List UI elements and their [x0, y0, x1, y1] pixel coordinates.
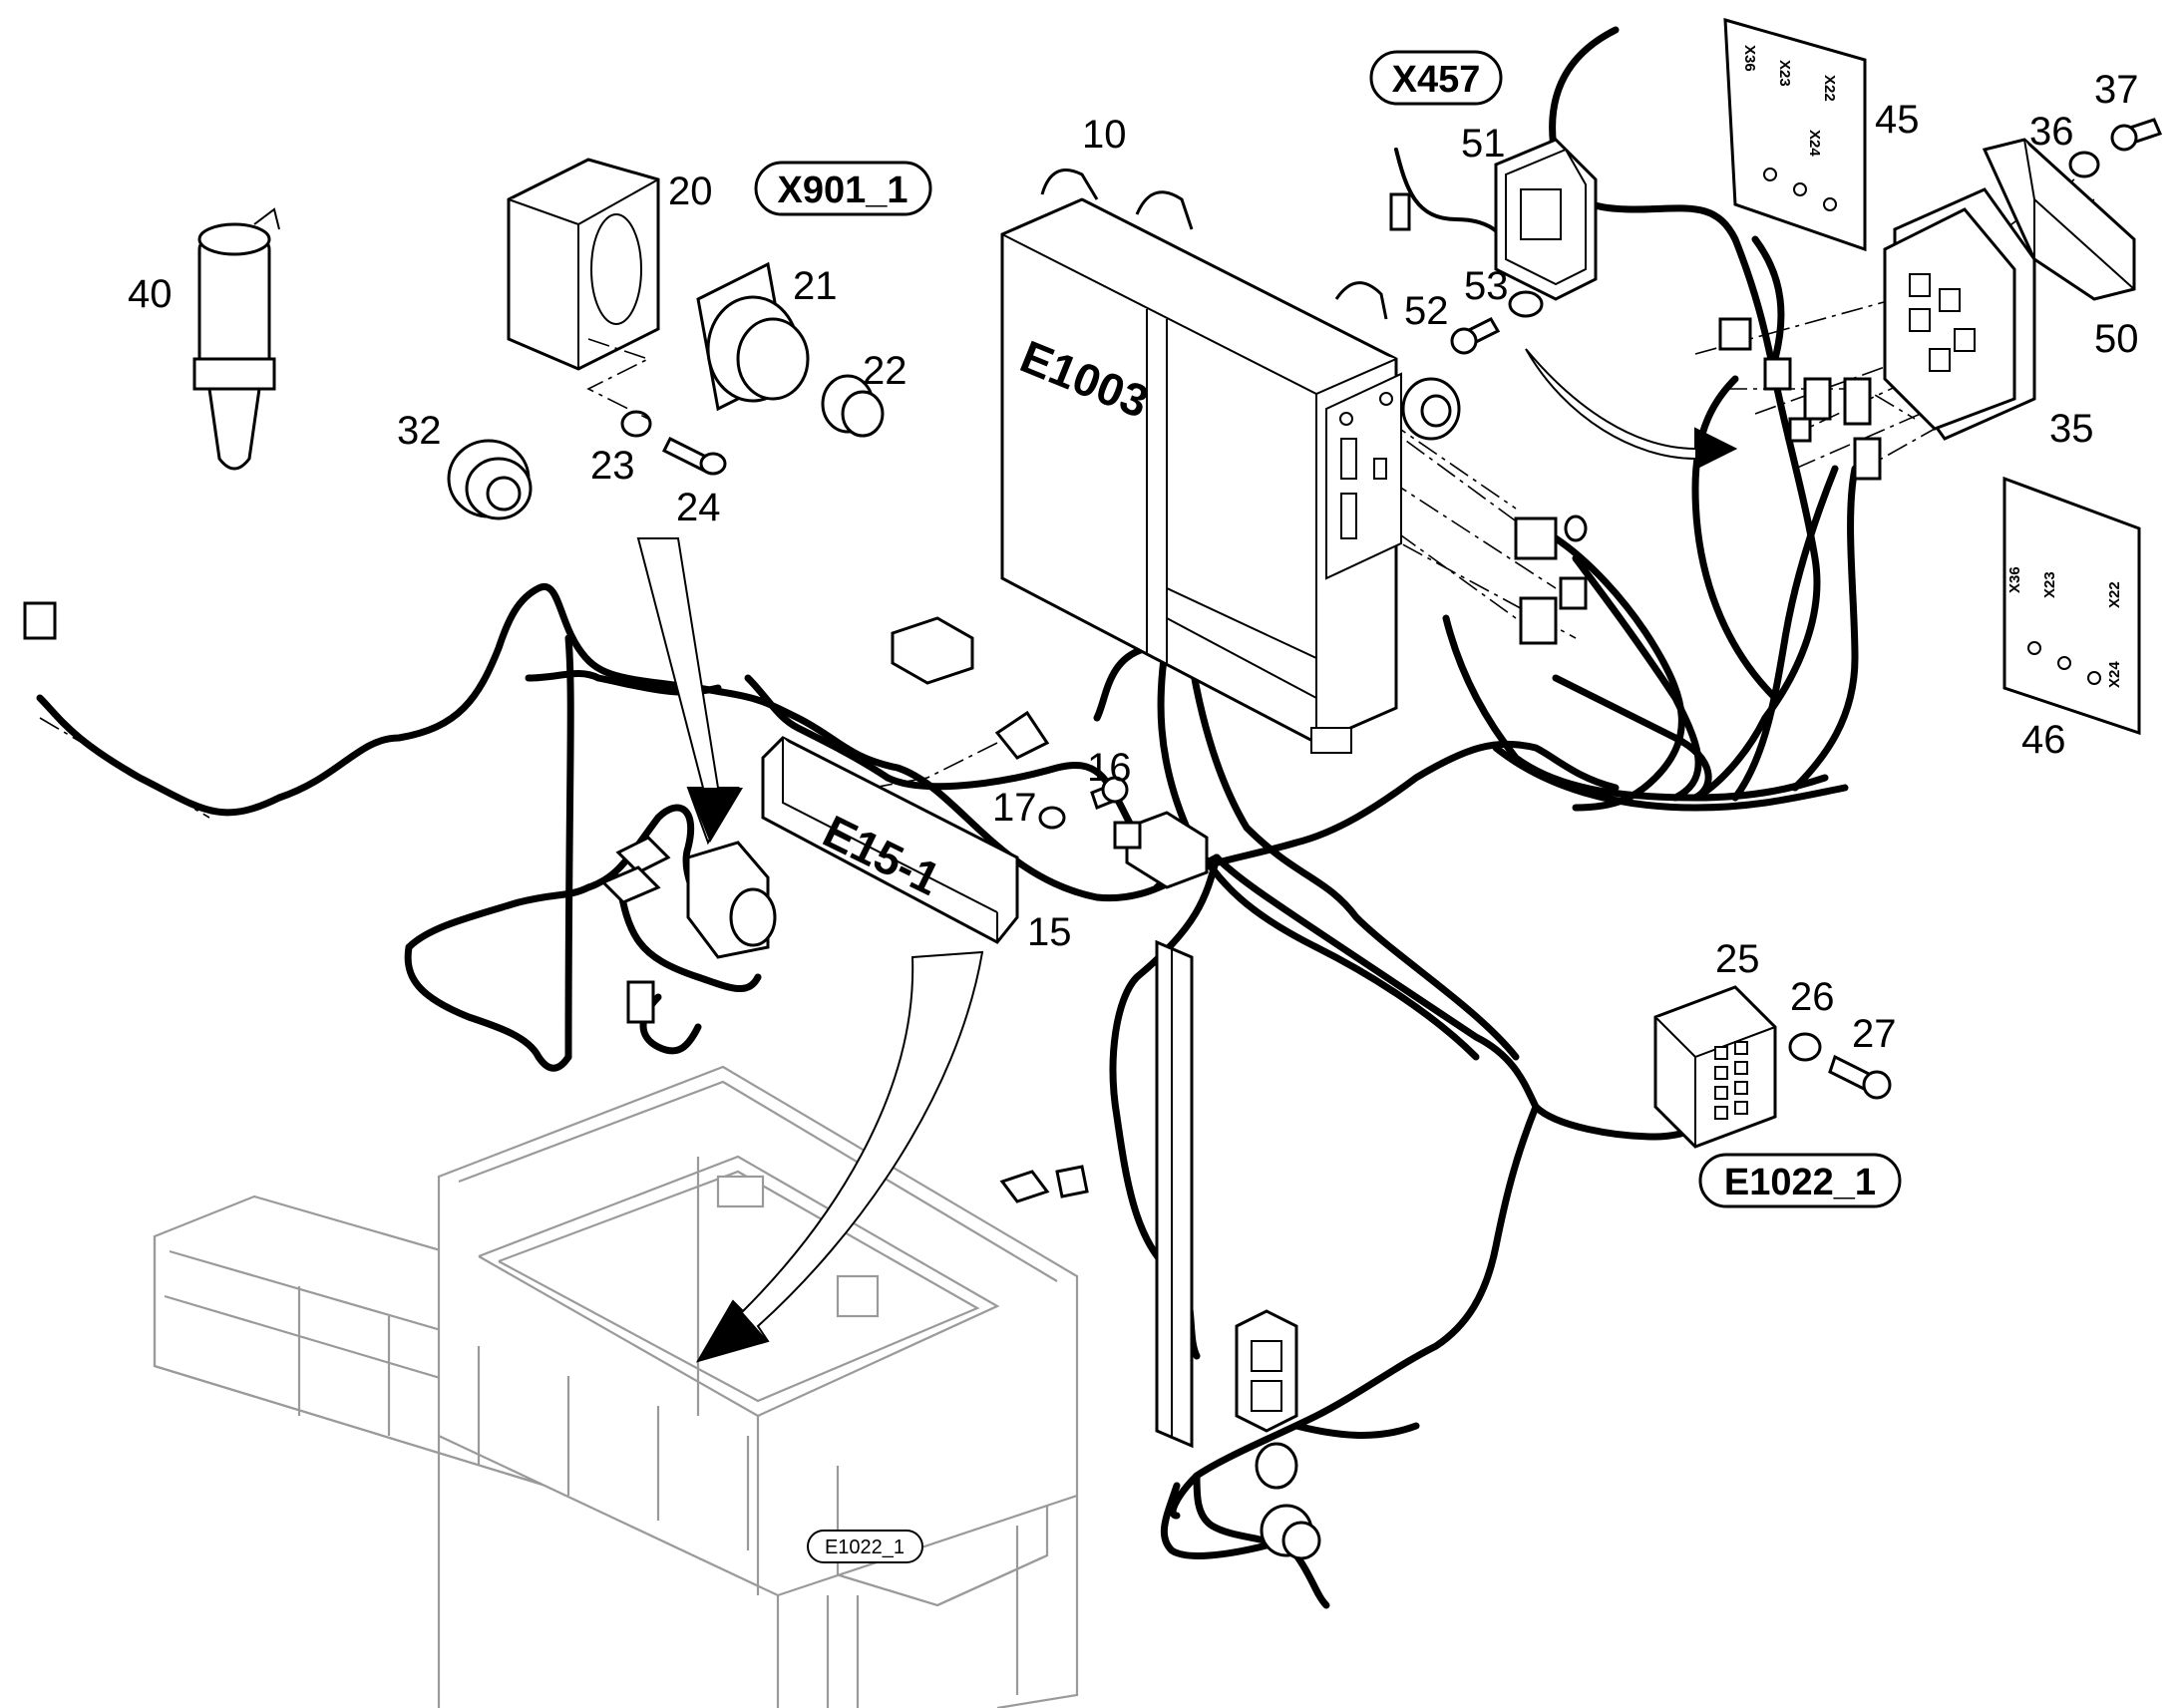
part-27-screw [1828, 1054, 1892, 1100]
label-24: 24 [676, 486, 721, 529]
label-37: 37 [2094, 68, 2139, 112]
part-17-washer [1038, 806, 1066, 830]
label-27: 27 [1852, 1012, 1897, 1056]
part-20-housing [507, 158, 660, 371]
label-52: 52 [1404, 289, 1449, 333]
label-53: 53 [1464, 264, 1509, 308]
card46-x23: X23 [2041, 571, 2058, 598]
card46-x36: X36 [2006, 566, 2023, 593]
callout-e1022-frame-text: E1022_1 [825, 1537, 905, 1558]
part-46-connector-label-card: X36 X23 X22 X24 [2002, 476, 2141, 736]
part-23-washer [620, 410, 652, 438]
callout-x901-text: X901_1 [777, 170, 908, 211]
callout-e1022-main: E1022_1 [1698, 1153, 1902, 1208]
label-40: 40 [128, 272, 173, 316]
label-23: 23 [590, 444, 635, 488]
part-number-labels: 10 15 16 17 20 21 22 23 24 25 26 27 32 3… [128, 68, 2139, 1056]
part-53-washer [1508, 290, 1544, 318]
part-51-module [1389, 138, 1598, 301]
e1003-cabinet: E1003 [1000, 169, 1461, 754]
harness-connectors [23, 317, 1882, 1560]
part-40-sensor [192, 207, 280, 471]
label-26: 26 [1790, 975, 1835, 1019]
label-16: 16 [1087, 746, 1132, 790]
part-21-socket [696, 261, 810, 412]
label-45: 45 [1875, 98, 1920, 142]
vertical-bracket [1155, 939, 1194, 1449]
part-25-connector-box [1653, 985, 1777, 1149]
machine-frame [153, 1065, 1079, 1708]
callout-x457-text: X457 [1392, 59, 1481, 101]
card46-x22: X22 [2106, 581, 2123, 608]
label-32: 32 [397, 409, 442, 453]
label-17: 17 [992, 786, 1037, 830]
label-20: 20 [668, 170, 713, 213]
label-15: 15 [1027, 910, 1072, 954]
label-25: 25 [1715, 937, 1760, 981]
callout-x457: X457 [1369, 50, 1503, 106]
label-10: 10 [1082, 113, 1127, 157]
part-37-screw [2110, 118, 2163, 152]
part-32-cable-gland [447, 439, 533, 520]
label-22: 22 [863, 349, 908, 393]
part-35-terminal-box [1883, 187, 2036, 441]
part-24-screw [661, 436, 727, 476]
card45-x22: X22 [1821, 75, 1838, 102]
label-51: 51 [1461, 122, 1506, 166]
label-46: 46 [2021, 718, 2066, 762]
part-52-screw [1450, 317, 1501, 355]
assembly-arrows [636, 348, 1738, 1363]
card46-x24: X24 [2106, 661, 2123, 688]
part-22-cap [821, 374, 885, 438]
part-45-connector-label-card: X36 X23 X22 X24 [1723, 17, 1867, 252]
part-36-washer [2068, 151, 2100, 178]
callout-x901: X901_1 [754, 161, 932, 216]
card45-x36: X36 [1741, 45, 1758, 72]
label-36: 36 [2029, 110, 2074, 154]
label-50: 50 [2094, 317, 2139, 361]
part-50-bracket [1982, 138, 2136, 301]
callout-e1022-frame: E1022_1 [807, 1530, 923, 1563]
card45-x23: X23 [1776, 60, 1793, 87]
card45-x24: X24 [1806, 130, 1823, 157]
part-16-screw [1090, 776, 1129, 810]
callout-e1022-main-text: E1022_1 [1724, 1162, 1876, 1203]
label-21: 21 [793, 264, 838, 308]
part-26-washer [1788, 1032, 1822, 1062]
label-35: 35 [2049, 407, 2094, 451]
